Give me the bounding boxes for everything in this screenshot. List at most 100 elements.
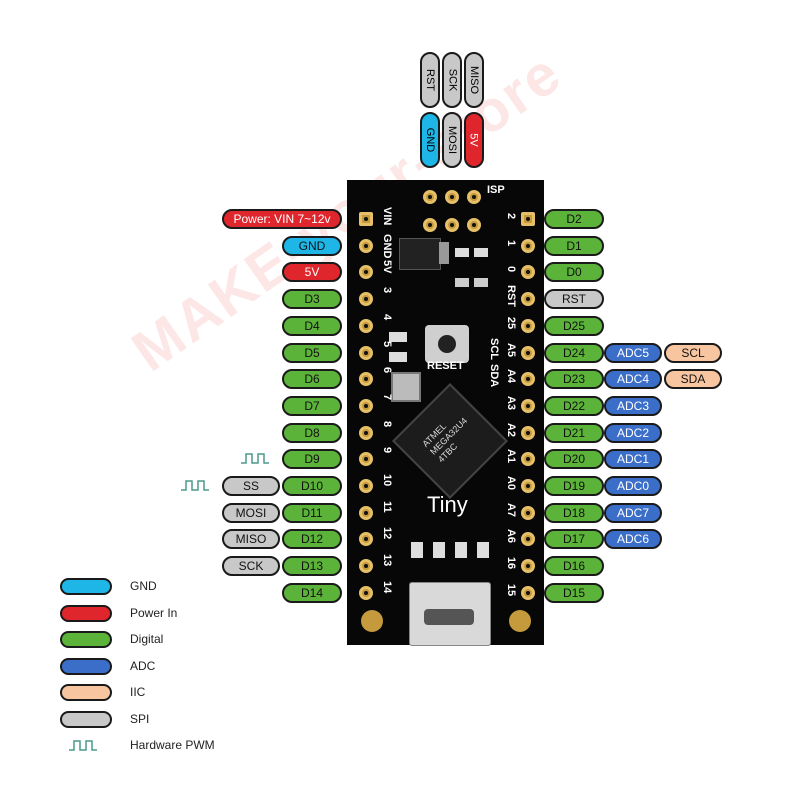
isp-pill-5v: 5V — [464, 112, 484, 168]
pin-label-d4: D4 — [282, 315, 342, 336]
pin-hole — [521, 318, 535, 333]
pin-label-d13: D13 — [282, 556, 342, 577]
smd-led — [455, 248, 469, 257]
pin-silk-label: 5V — [381, 260, 393, 274]
adc-pill-adc6: ADC6 — [604, 529, 662, 550]
crystal-oscillator — [391, 372, 421, 402]
power-vin-pill: Power: VIN 7~12v — [222, 209, 342, 229]
pin-label-d20: D20 — [544, 449, 604, 470]
reset-button-cap — [438, 335, 456, 353]
pin-label-d12: D12 — [282, 529, 342, 550]
pin-label-d8: D8 — [282, 422, 342, 443]
pin-hole — [521, 398, 535, 413]
pin-silk-label: A1 — [505, 449, 517, 464]
isp-pill-gnd: GND — [420, 112, 440, 168]
pin-label-d3: D3 — [282, 289, 342, 310]
smd-part — [455, 542, 467, 558]
isp-header-hole — [423, 190, 437, 204]
reset-silk-label: RESET — [427, 360, 464, 372]
pin-silk-label: 2 — [505, 212, 517, 220]
adc-pill-adc7: ADC7 — [604, 502, 662, 523]
pin-silk-label: 12 — [381, 527, 393, 540]
pin-silk-label: 3 — [381, 287, 393, 294]
pin-hole — [359, 318, 373, 333]
pin-silk-label: 15 — [505, 583, 517, 596]
pin-hole — [359, 452, 373, 467]
legend-label: Hardware PWM — [130, 738, 215, 752]
pin-hole — [521, 559, 535, 574]
pin-hole — [359, 212, 373, 226]
micro-usb-port[interactable] — [409, 582, 491, 646]
adc-pill-adc2: ADC2 — [604, 422, 662, 443]
pin-silk-label: 1 — [505, 239, 517, 246]
isp-pill-sck: SCK — [442, 52, 462, 108]
pin-silk-label: A3 — [505, 395, 517, 410]
smd-part — [477, 542, 489, 558]
pin-label-d18: D18 — [544, 502, 604, 523]
scl-silk-label: SCL — [488, 337, 500, 360]
adc-pill-adc1: ADC1 — [604, 449, 662, 470]
smd-resistor — [455, 278, 469, 287]
pin-hole — [359, 585, 373, 600]
board-name-label: Tiny — [427, 492, 468, 517]
pin-label-d0: D0 — [544, 262, 604, 283]
pin-silk-label: A0 — [505, 475, 517, 491]
adc-pill-adc0: ADC0 — [604, 476, 662, 496]
usb-socket — [424, 609, 474, 625]
isp-pill-label: MOSI — [446, 125, 458, 155]
isp-pill-label: 5V — [468, 133, 480, 147]
pin-hole — [521, 372, 535, 387]
pin-label-d11: D11 — [282, 502, 342, 523]
pin-label-d15: D15 — [544, 582, 604, 603]
spi-pill-ss: SS — [222, 476, 280, 496]
smd-led — [474, 248, 488, 257]
pin-silk-label: VIN — [381, 207, 393, 226]
pwm-wave-icon — [69, 740, 97, 751]
pin-hole — [359, 559, 373, 574]
pin-silk-label: 16 — [505, 556, 517, 570]
pin-label-d23: D23 — [544, 369, 604, 390]
pin-silk-label: 4 — [381, 313, 393, 320]
pin-label-d5: D5 — [282, 342, 342, 363]
legend-swatch-gnd — [60, 578, 112, 595]
pin-hole — [359, 265, 373, 280]
pin-silk-label: 9 — [381, 447, 393, 454]
pin-silk-label: 10 — [381, 474, 393, 487]
mounting-hole — [361, 610, 383, 632]
legend-label: ADC — [130, 658, 156, 673]
pin-label-d17: D17 — [544, 529, 604, 550]
pin-hole — [521, 452, 535, 467]
isp-header-hole — [445, 190, 459, 204]
isp-pill-label: GND — [424, 127, 437, 153]
reset-button[interactable] — [425, 325, 469, 363]
legend-label: IIC — [130, 685, 146, 699]
pwm-wave-icon — [181, 480, 209, 491]
pin-hole — [359, 345, 373, 360]
pin-silk-label: 13 — [381, 554, 393, 567]
pin-hole — [521, 238, 535, 253]
isp-pill-label: RST — [424, 69, 436, 91]
pin-label-d16: D16 — [544, 556, 604, 577]
smd-capacitor — [389, 352, 407, 362]
regulator-tab — [439, 242, 449, 264]
pin-silk-label: 7 — [381, 393, 393, 401]
pin-silk-label: 0 — [505, 266, 517, 273]
pin-silk-label: A7 — [505, 502, 517, 517]
voltage-regulator — [399, 238, 441, 270]
isp-pill-miso: MISO — [464, 52, 484, 108]
pin-label-d1: D1 — [544, 235, 604, 256]
adc-pill-adc5: ADC5 — [604, 342, 662, 363]
pin-label-d21: D21 — [544, 422, 604, 443]
pin-silk-label: GND — [381, 233, 393, 259]
legend-swatch-power-in — [60, 604, 112, 622]
pin-silk-label: RST — [505, 285, 517, 308]
pin-hole — [521, 479, 535, 493]
pin-hole — [359, 238, 373, 253]
pin-label-rst: RST — [544, 289, 604, 310]
sda-silk-label: SDA — [488, 364, 500, 388]
pin-label-d7: D7 — [282, 395, 342, 416]
isp-header-hole — [423, 218, 437, 232]
pin-label-gnd: GND — [282, 235, 342, 256]
pin-hole — [359, 292, 373, 307]
